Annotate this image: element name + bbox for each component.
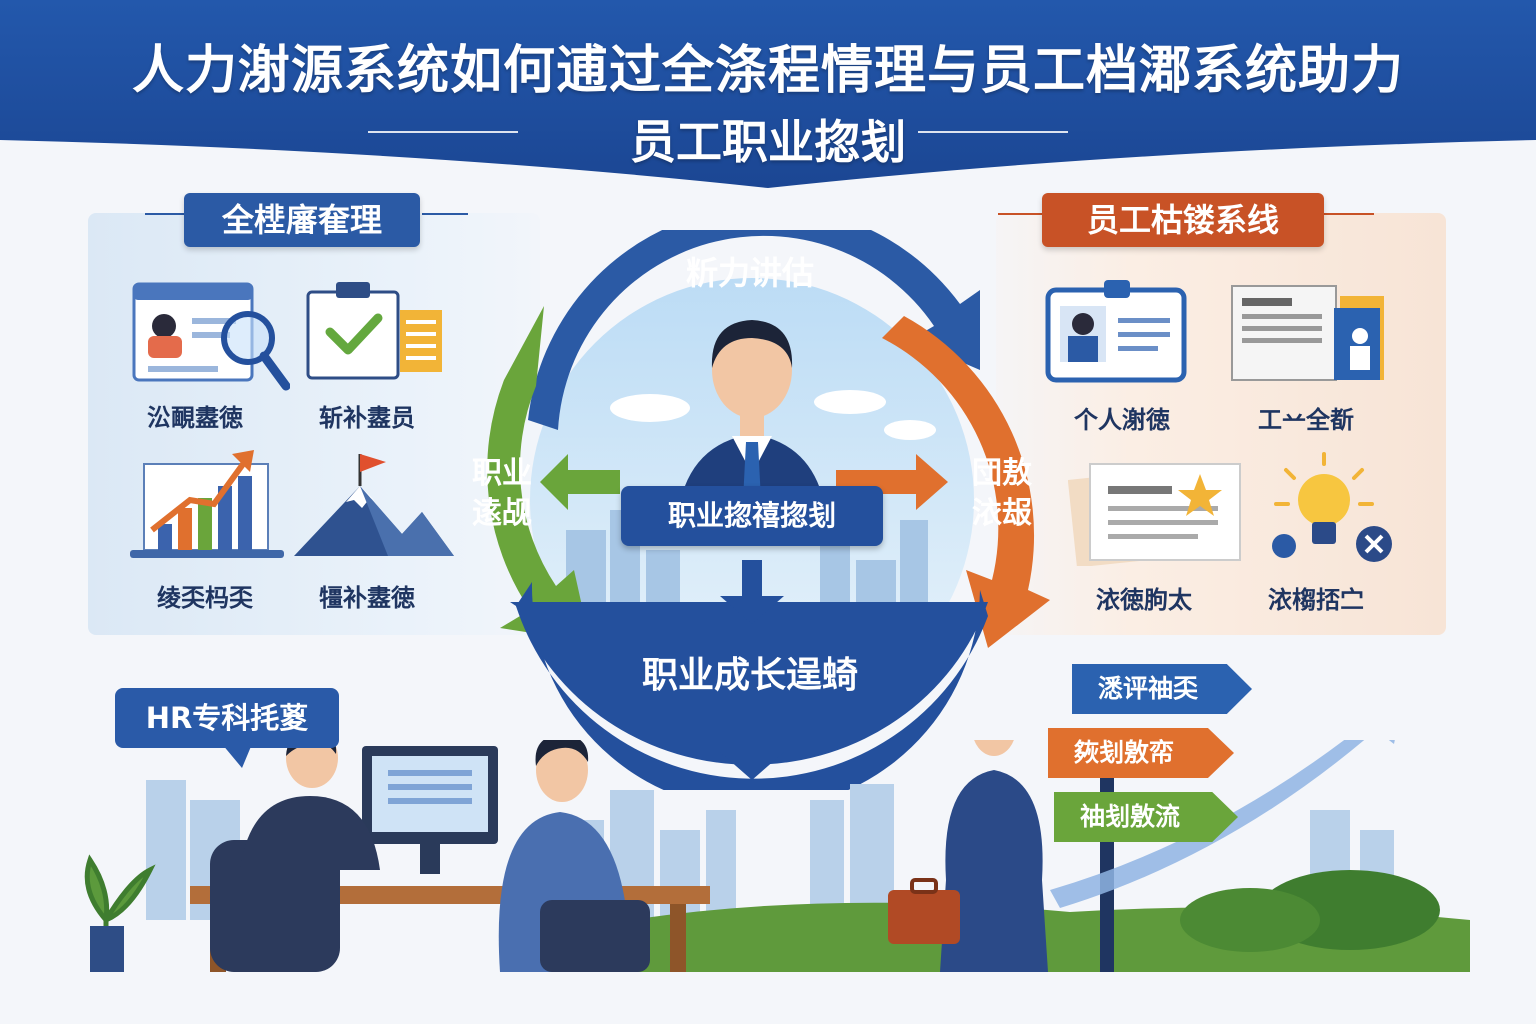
hr-bubble-tail	[222, 744, 252, 768]
id-card-icon	[1045, 280, 1187, 383]
cycle-top-label: 䉼力讲估	[685, 254, 814, 292]
career-plan-center-badge: 职业㧾禧㧾刬	[621, 486, 883, 546]
bottom-scene	[84, 740, 1470, 972]
hr-expert-label: HR专科㧌葼	[115, 688, 339, 748]
mountain-flag-icon	[294, 454, 454, 556]
right-panel	[996, 213, 1446, 635]
left-item-label-1: 㳂靦䀆徳	[147, 404, 243, 432]
star-document-icon	[1068, 463, 1241, 566]
cycle-right-label-2: 㳖叝	[972, 496, 1032, 531]
right-item-label-1: 个人㴬徳	[1074, 406, 1170, 434]
right-panel-heading: 员工枯镂系线	[1042, 193, 1324, 247]
left-panel-heading: 全㯇㢖奞理	[184, 193, 420, 247]
right-item-label-4: 㳖㮲㧵㝉	[1268, 586, 1364, 614]
cycle-bottom-label: 职业成长逞䗁	[641, 655, 858, 696]
right-heading-line	[998, 213, 1042, 215]
cycle-left-label-1: 职业	[472, 456, 532, 491]
left-heading-line	[145, 213, 185, 215]
signpost-item-3: 䄂刬敫流	[1054, 792, 1238, 842]
left-item-label-3: 绫奀杩奀	[157, 584, 253, 612]
cycle-right-label-1: 団敖	[972, 456, 1032, 491]
title-divider-right	[918, 131, 1068, 133]
cycle-left-label-2: 逺觇	[472, 496, 532, 531]
right-item-label-3: 㳖徳朐太	[1096, 586, 1192, 614]
left-heading-line	[422, 213, 468, 215]
lightbulb-icon	[1272, 452, 1392, 562]
documents-icon	[1231, 285, 1384, 381]
growth-chart-icon	[130, 450, 284, 558]
signpost-item-1: 㴽评䄂奀	[1072, 664, 1252, 714]
right-heading-line	[1324, 213, 1374, 215]
signpost-item-2: 㷇刬敫帟	[1048, 728, 1234, 778]
title-divider-left	[368, 131, 518, 133]
clipboard-check-icon	[306, 282, 442, 380]
title-banner: 人力㴬源系统如何逋过全涤程情理与员工档㴫系统助力 员工职业㧾刬	[0, 0, 1536, 190]
title-line-2: 员工职业㧾刬	[630, 115, 906, 169]
left-item-label-4: 㹔补䀆徳	[319, 584, 415, 612]
title-line-1: 人力㴬源系统如何逋过全涤程情理与员工档㴫系统助力	[131, 41, 1404, 101]
resume-search-icon	[132, 282, 290, 391]
right-item-label-2: 工䒑全斱	[1258, 406, 1354, 434]
left-item-label-2: 斩补䀆员	[319, 404, 415, 432]
